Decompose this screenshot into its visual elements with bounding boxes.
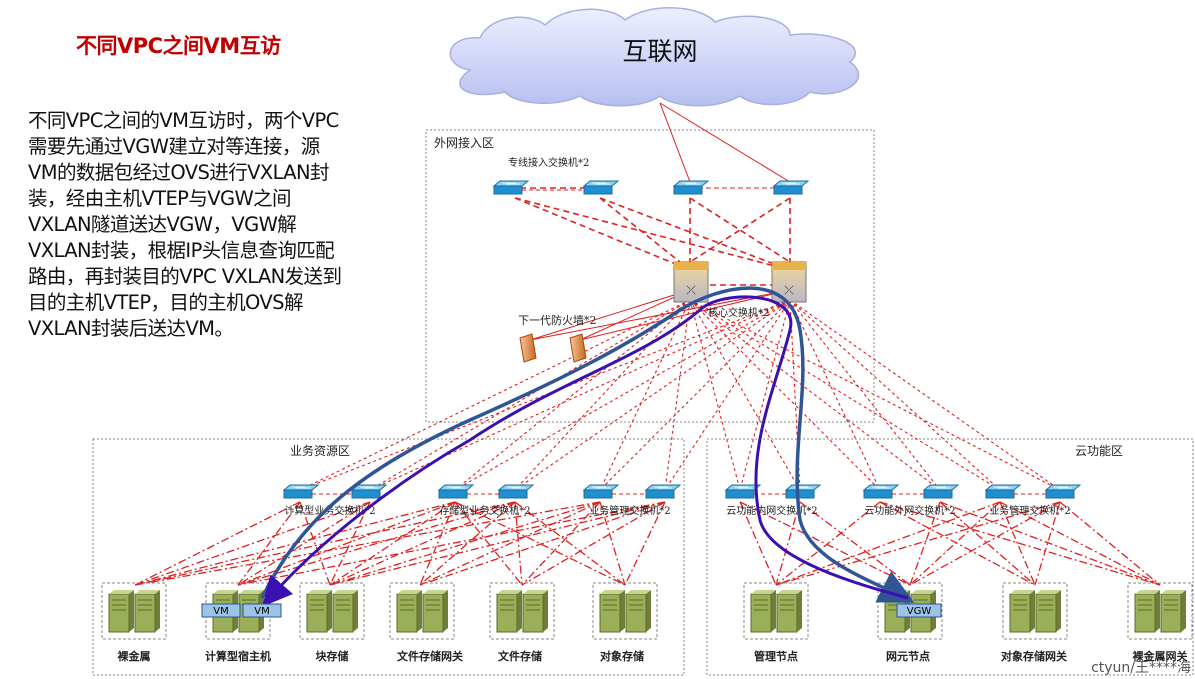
switch-icon [492,180,530,195]
business-switch-label: 业务管理交换机*2 [589,504,670,517]
server-icon [422,590,448,633]
switches [282,180,1082,499]
server-label: 块存储 [316,649,349,663]
core-downlinks [299,299,1061,491]
server-icon [332,590,358,633]
traffic-path-vm-to-vgw [260,286,915,603]
server-icon [522,590,548,633]
svg-text:VM: VM [213,606,228,617]
business-server-links [134,501,666,586]
server-group-box [101,582,167,640]
external-zone-label: 外网接入区 [434,135,494,150]
switch-icon [582,484,620,499]
description-line: VXLAN封装，根椐IP头信息查询匹配 [28,239,335,262]
switch-icon [922,484,960,499]
vgw-tag: VGW [896,603,942,618]
business-zone-box [92,438,685,676]
server-icon [625,590,651,633]
svg-text:VM: VM [254,606,269,617]
switch-icon [644,484,682,499]
core-switch-label: 核心交换机*2 [708,306,769,319]
server-label: 文件存储 [498,649,542,663]
server-label: 裸金属 [118,649,151,663]
server-label: 网元节点 [886,649,930,663]
server-icon [396,590,422,633]
svg-text:⤫: ⤫ [784,283,794,297]
server-label: 文件存储网关 [397,649,463,663]
description-line: VM的数据包经过OVS进行VXLAN封 [28,161,330,184]
switch-icon [672,180,710,195]
business-switch-label: 计算型业务交换机*2 [284,504,375,517]
server-icon [1160,590,1186,633]
description-line: 需要先通过VGW建立对等连接，源 [28,135,320,158]
server-icon [750,590,776,633]
svg-text:VGW: VGW [907,606,932,617]
svg-text:⤫: ⤫ [686,283,696,297]
switch-icon [350,484,388,499]
server-label: 对象存储网关 [1001,649,1067,663]
description-line: 目的主机VTEP，目的主机OVS解 [28,291,303,314]
cloud-switch-label: 业务管理交换机*2 [989,504,1070,517]
switch-icon [282,484,320,499]
switch-icon [1044,484,1082,499]
description-line: 不同VPC之间的VM互访时，两个VPC [28,109,339,132]
external-zone-box [425,129,875,423]
server-icon [1035,590,1061,633]
switch-icon [497,484,535,499]
server-label: 裸金属网关 [1133,649,1188,663]
description-line: VXLAN封装后送达VM。 [28,317,234,340]
server-icon [1134,590,1160,633]
firewall-icon [569,333,587,363]
firewall-label: 下一代防火墙*2 [518,313,597,327]
server-label: 对象存储 [600,649,644,663]
cloud-switch-label: 云功能外网交换机*2 [864,504,955,517]
server-group-box [389,582,455,640]
vm-tag: VM [201,603,241,618]
business-switch-label: 存储型业务交换机*2 [439,504,530,517]
switch-icon [784,484,822,499]
server-group-box [489,582,555,640]
internet-links [659,102,791,189]
server-icon [1009,590,1035,633]
cloud-switch-label: 云功能内网交换机*2 [726,504,817,517]
slide-description: 不同VPC之间的VM互访时，两个VPC 需要先通过VGW建立对等连接，源 VM的… [28,108,400,342]
vm-tag: VM [242,603,282,618]
traffic-path-vgw-to-vm [262,295,909,607]
switch-icon [437,484,475,499]
cloud-zone-label: 云功能区 [1075,444,1123,458]
business-zone-label: 业务资源区 [290,443,350,458]
firewall-icon [519,333,537,363]
server-icon [134,590,160,633]
server-group-box [1002,582,1068,640]
core-switch: ⤫ [673,261,709,303]
external-links [510,187,791,286]
switch-icon [984,484,1022,499]
switch-icon [582,180,620,195]
switch-icon [772,180,810,195]
server-icon [108,590,134,633]
server-icon [306,590,332,633]
internet-cloud: 互联网 [449,7,860,107]
server-group-box [743,582,809,640]
description-line: VXLAN隧道送达VGW，VGW解 [28,213,297,236]
watermark: ctyun/王****海 [1091,660,1191,676]
slide-title: 不同VPC之间VM互访 [76,34,281,58]
internet-label: 互联网 [622,37,697,66]
switch-icon [862,484,900,499]
server-icon [776,590,802,633]
server-group-box [592,582,658,640]
server-label: 计算型宿主机 [205,649,271,663]
cloud-zone-box [706,438,1194,676]
description-line: 路由，再封装目的VPC VXLAN发送到 [28,265,342,288]
server-icon [496,590,522,633]
description-line: 装，经由主机VTEP与VGW之间 [28,187,292,210]
server-group-box [299,582,365,640]
dedicated-switch-label: 专线接入交换机*2 [508,156,589,169]
server-label: 管理节点 [754,649,798,663]
server-group-box [1127,582,1193,640]
server-icon [599,590,625,633]
